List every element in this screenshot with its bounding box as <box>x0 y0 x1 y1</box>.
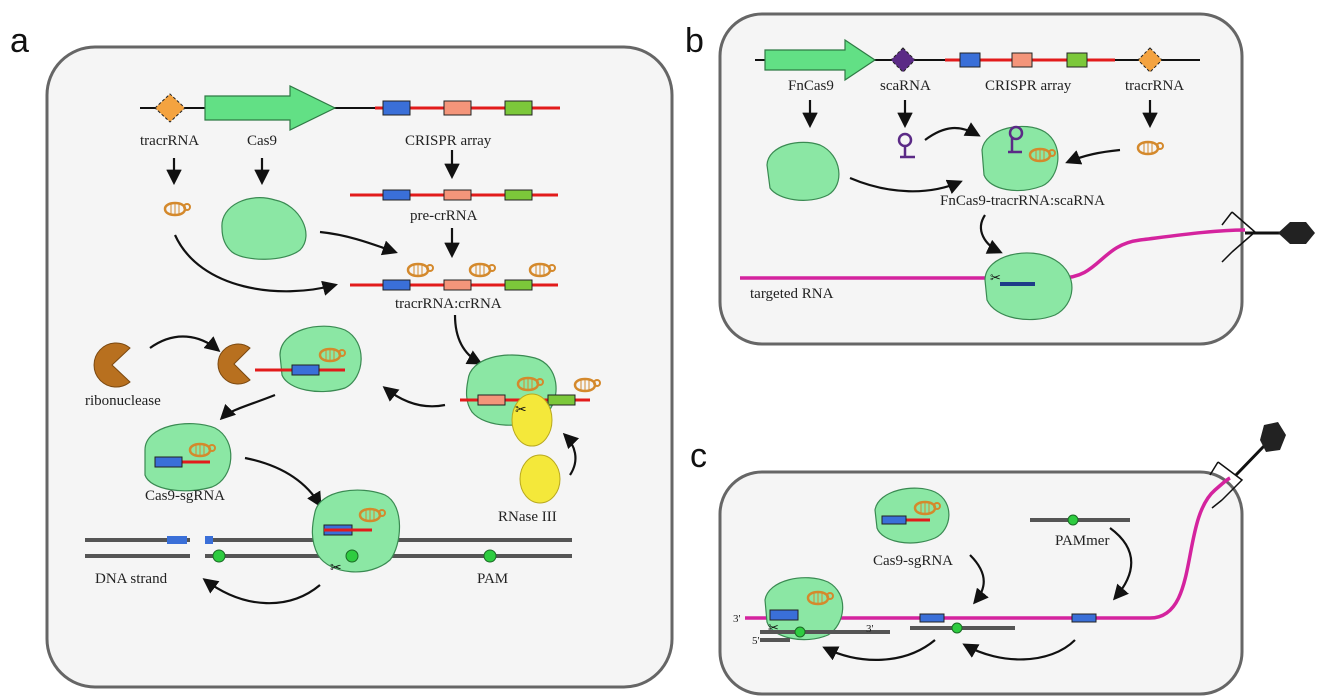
label-cas9-sgrna-c: Cas9-sgRNA <box>873 553 953 569</box>
target-rna-strand-c <box>745 476 1231 620</box>
label-dna-strand: DNA strand <box>95 571 168 587</box>
label-crispr-array: CRISPR array <box>405 133 492 149</box>
label-rnase3: RNase III <box>498 509 557 525</box>
label-cas9: Cas9 <box>247 133 277 149</box>
pam-dot <box>483 549 497 563</box>
label-pre-crrna: pre-crRNA <box>410 208 478 224</box>
panel-b-cell <box>718 12 1244 346</box>
spacer-blue <box>382 100 411 116</box>
label-ribonuclease: ribonuclease <box>85 393 161 409</box>
label-three-prime-left: 3' <box>733 613 741 625</box>
scarna-gene-icon <box>890 47 916 73</box>
fncas9-gene-arrow-icon <box>764 38 877 82</box>
label-fncas9-complex: FnCas9-tracrRNA:scaRNA <box>940 193 1105 209</box>
label-crispr-array-b: CRISPR array <box>985 78 1072 94</box>
label-scarna: scaRNA <box>880 78 931 94</box>
svg-text:✂: ✂ <box>330 560 342 576</box>
phage-head-icon <box>1278 222 1315 244</box>
scissors-icon: ✂ <box>515 402 527 418</box>
panel-c-cell <box>718 470 1244 696</box>
label-cas9-sgrna: Cas9-sgRNA <box>145 488 225 504</box>
svg-text:✂: ✂ <box>768 621 779 636</box>
label-three-prime-right: 3' <box>866 623 874 635</box>
svg-text:✂: ✂ <box>990 271 1001 286</box>
panel-c-label: c <box>690 437 707 475</box>
cas9-sgrna-complex <box>144 423 232 492</box>
rnase3-bound-icon <box>511 393 553 447</box>
label-pammer: PAMmer <box>1055 533 1109 549</box>
spacer-green <box>504 100 533 116</box>
label-tracr-crrna: tracrRNA:crRNA <box>395 296 502 312</box>
pammer-pam-dot <box>1067 514 1079 526</box>
label-targeted-rna: targeted RNA <box>750 286 834 302</box>
label-fncas9: FnCas9 <box>788 78 834 94</box>
fncas9-protein-icon <box>766 141 840 201</box>
targeted-rna-strand <box>740 228 1246 280</box>
cas9-gene-arrow-icon <box>204 85 337 131</box>
ribonuclease-icon <box>93 342 131 388</box>
label-tracrrna-b: tracrRNA <box>1125 78 1184 94</box>
spacer-salmon <box>443 100 472 116</box>
rnase3-icon <box>519 454 561 504</box>
panel-a-label: a <box>10 22 29 60</box>
phage-head-icon-c <box>1260 422 1286 452</box>
tracrrna-gene-icon <box>154 93 186 123</box>
tracrrna-gene-icon-b <box>1137 47 1163 73</box>
label-tracrrna: tracrRNA <box>140 133 199 149</box>
fncas9-complex-icon <box>981 125 1059 192</box>
label-five-prime: 5' <box>752 635 760 647</box>
scarna-icon <box>897 132 913 148</box>
label-pam: PAM <box>477 571 508 587</box>
panel-b-label: b <box>685 22 704 60</box>
ribonuclease-bound-icon <box>217 343 251 385</box>
pam-dot-cut <box>212 549 226 563</box>
cas9-protein-icon <box>221 197 307 260</box>
fncas9-rna-complex <box>984 252 1073 321</box>
